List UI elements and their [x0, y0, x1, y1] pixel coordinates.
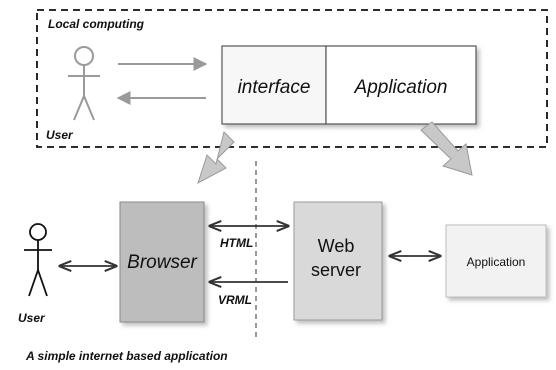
web-user-icon — [24, 223, 52, 297]
web-application-label: Application — [467, 255, 526, 269]
local-computing-frame — [36, 9, 548, 148]
local-computing-title: Local computing — [48, 17, 145, 31]
diagram-caption: A simple internet based application — [25, 349, 228, 363]
web-application-box — [445, 224, 547, 298]
browser-box — [119, 201, 205, 323]
web-server-box — [293, 201, 383, 321]
html-label: HTML — [220, 236, 253, 250]
web-user-label: User — [18, 311, 46, 325]
interface-label: interface — [238, 77, 311, 98]
local-application-box — [325, 45, 477, 125]
local-application-label: Application — [354, 77, 448, 98]
browser-label: Browser — [127, 252, 197, 273]
interface-box — [221, 45, 327, 125]
fat-arrow-to-web-application — [420, 121, 473, 176]
web-server-label-line1: Web — [318, 236, 355, 256]
fat-arrow-to-browser — [197, 131, 235, 185]
web-server-label-line2: server — [311, 260, 361, 280]
local-user-label: User — [46, 128, 74, 142]
vrml-label: VRML — [218, 293, 252, 307]
local-user-icon — [68, 46, 100, 121]
